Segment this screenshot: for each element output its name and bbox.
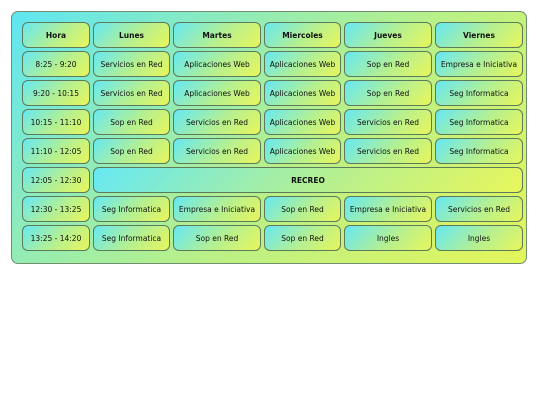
time-slot: 10:15 - 11:10 [22, 109, 90, 135]
timetable-frame: Hora Lunes Martes Miercoles Jueves Viern… [11, 11, 527, 264]
class-cell: Servicios en Red [344, 138, 432, 164]
break-cell: RECREO [93, 167, 523, 193]
class-cell: Aplicaciones Web [173, 51, 261, 77]
header-viernes: Viernes [435, 22, 523, 48]
time-slot: 11:10 - 12:05 [22, 138, 90, 164]
class-cell: Sop en Red [173, 225, 261, 251]
header-miercoles: Miercoles [264, 22, 341, 48]
class-cell: Aplicaciones Web [264, 109, 341, 135]
class-cell: Aplicaciones Web [264, 80, 341, 106]
class-cell: Seg Informatica [435, 109, 523, 135]
class-cell: Servicios en Red [173, 109, 261, 135]
class-cell: Empresa e Iniciativa [344, 196, 432, 222]
time-slot: 12:05 - 12:30 [22, 167, 90, 193]
class-cell: Sop en Red [93, 109, 170, 135]
class-cell: Sop en Red [93, 138, 170, 164]
class-cell: Servicios en Red [173, 138, 261, 164]
class-cell: Aplicaciones Web [264, 51, 341, 77]
class-cell: Seg Informatica [435, 80, 523, 106]
class-cell: Empresa e Iniciativa [173, 196, 261, 222]
time-slot: 13:25 - 14:20 [22, 225, 90, 251]
class-cell: Servicios en Red [344, 109, 432, 135]
class-cell: Empresa e Iniciativa [435, 51, 523, 77]
class-cell: Sop en Red [344, 51, 432, 77]
class-cell: Seg Informatica [93, 196, 170, 222]
class-cell: Ingles [344, 225, 432, 251]
time-slot: 9:20 - 10:15 [22, 80, 90, 106]
class-cell: Seg Informatica [93, 225, 170, 251]
class-cell: Sop en Red [264, 225, 341, 251]
time-slot: 8:25 - 9:20 [22, 51, 90, 77]
class-cell: Sop en Red [264, 196, 341, 222]
class-cell: Servicios en Red [435, 196, 523, 222]
class-cell: Ingles [435, 225, 523, 251]
class-cell: Aplicaciones Web [173, 80, 261, 106]
timetable-grid: Hora Lunes Martes Miercoles Jueves Viern… [22, 22, 523, 251]
header-jueves: Jueves [344, 22, 432, 48]
header-hora: Hora [22, 22, 90, 48]
class-cell: Servicios en Red [93, 80, 170, 106]
header-martes: Martes [173, 22, 261, 48]
time-slot: 12:30 - 13:25 [22, 196, 90, 222]
class-cell: Servicios en Red [93, 51, 170, 77]
header-lunes: Lunes [93, 22, 170, 48]
class-cell: Seg Informatica [435, 138, 523, 164]
class-cell: Sop en Red [344, 80, 432, 106]
class-cell: Aplicaciones Web [264, 138, 341, 164]
